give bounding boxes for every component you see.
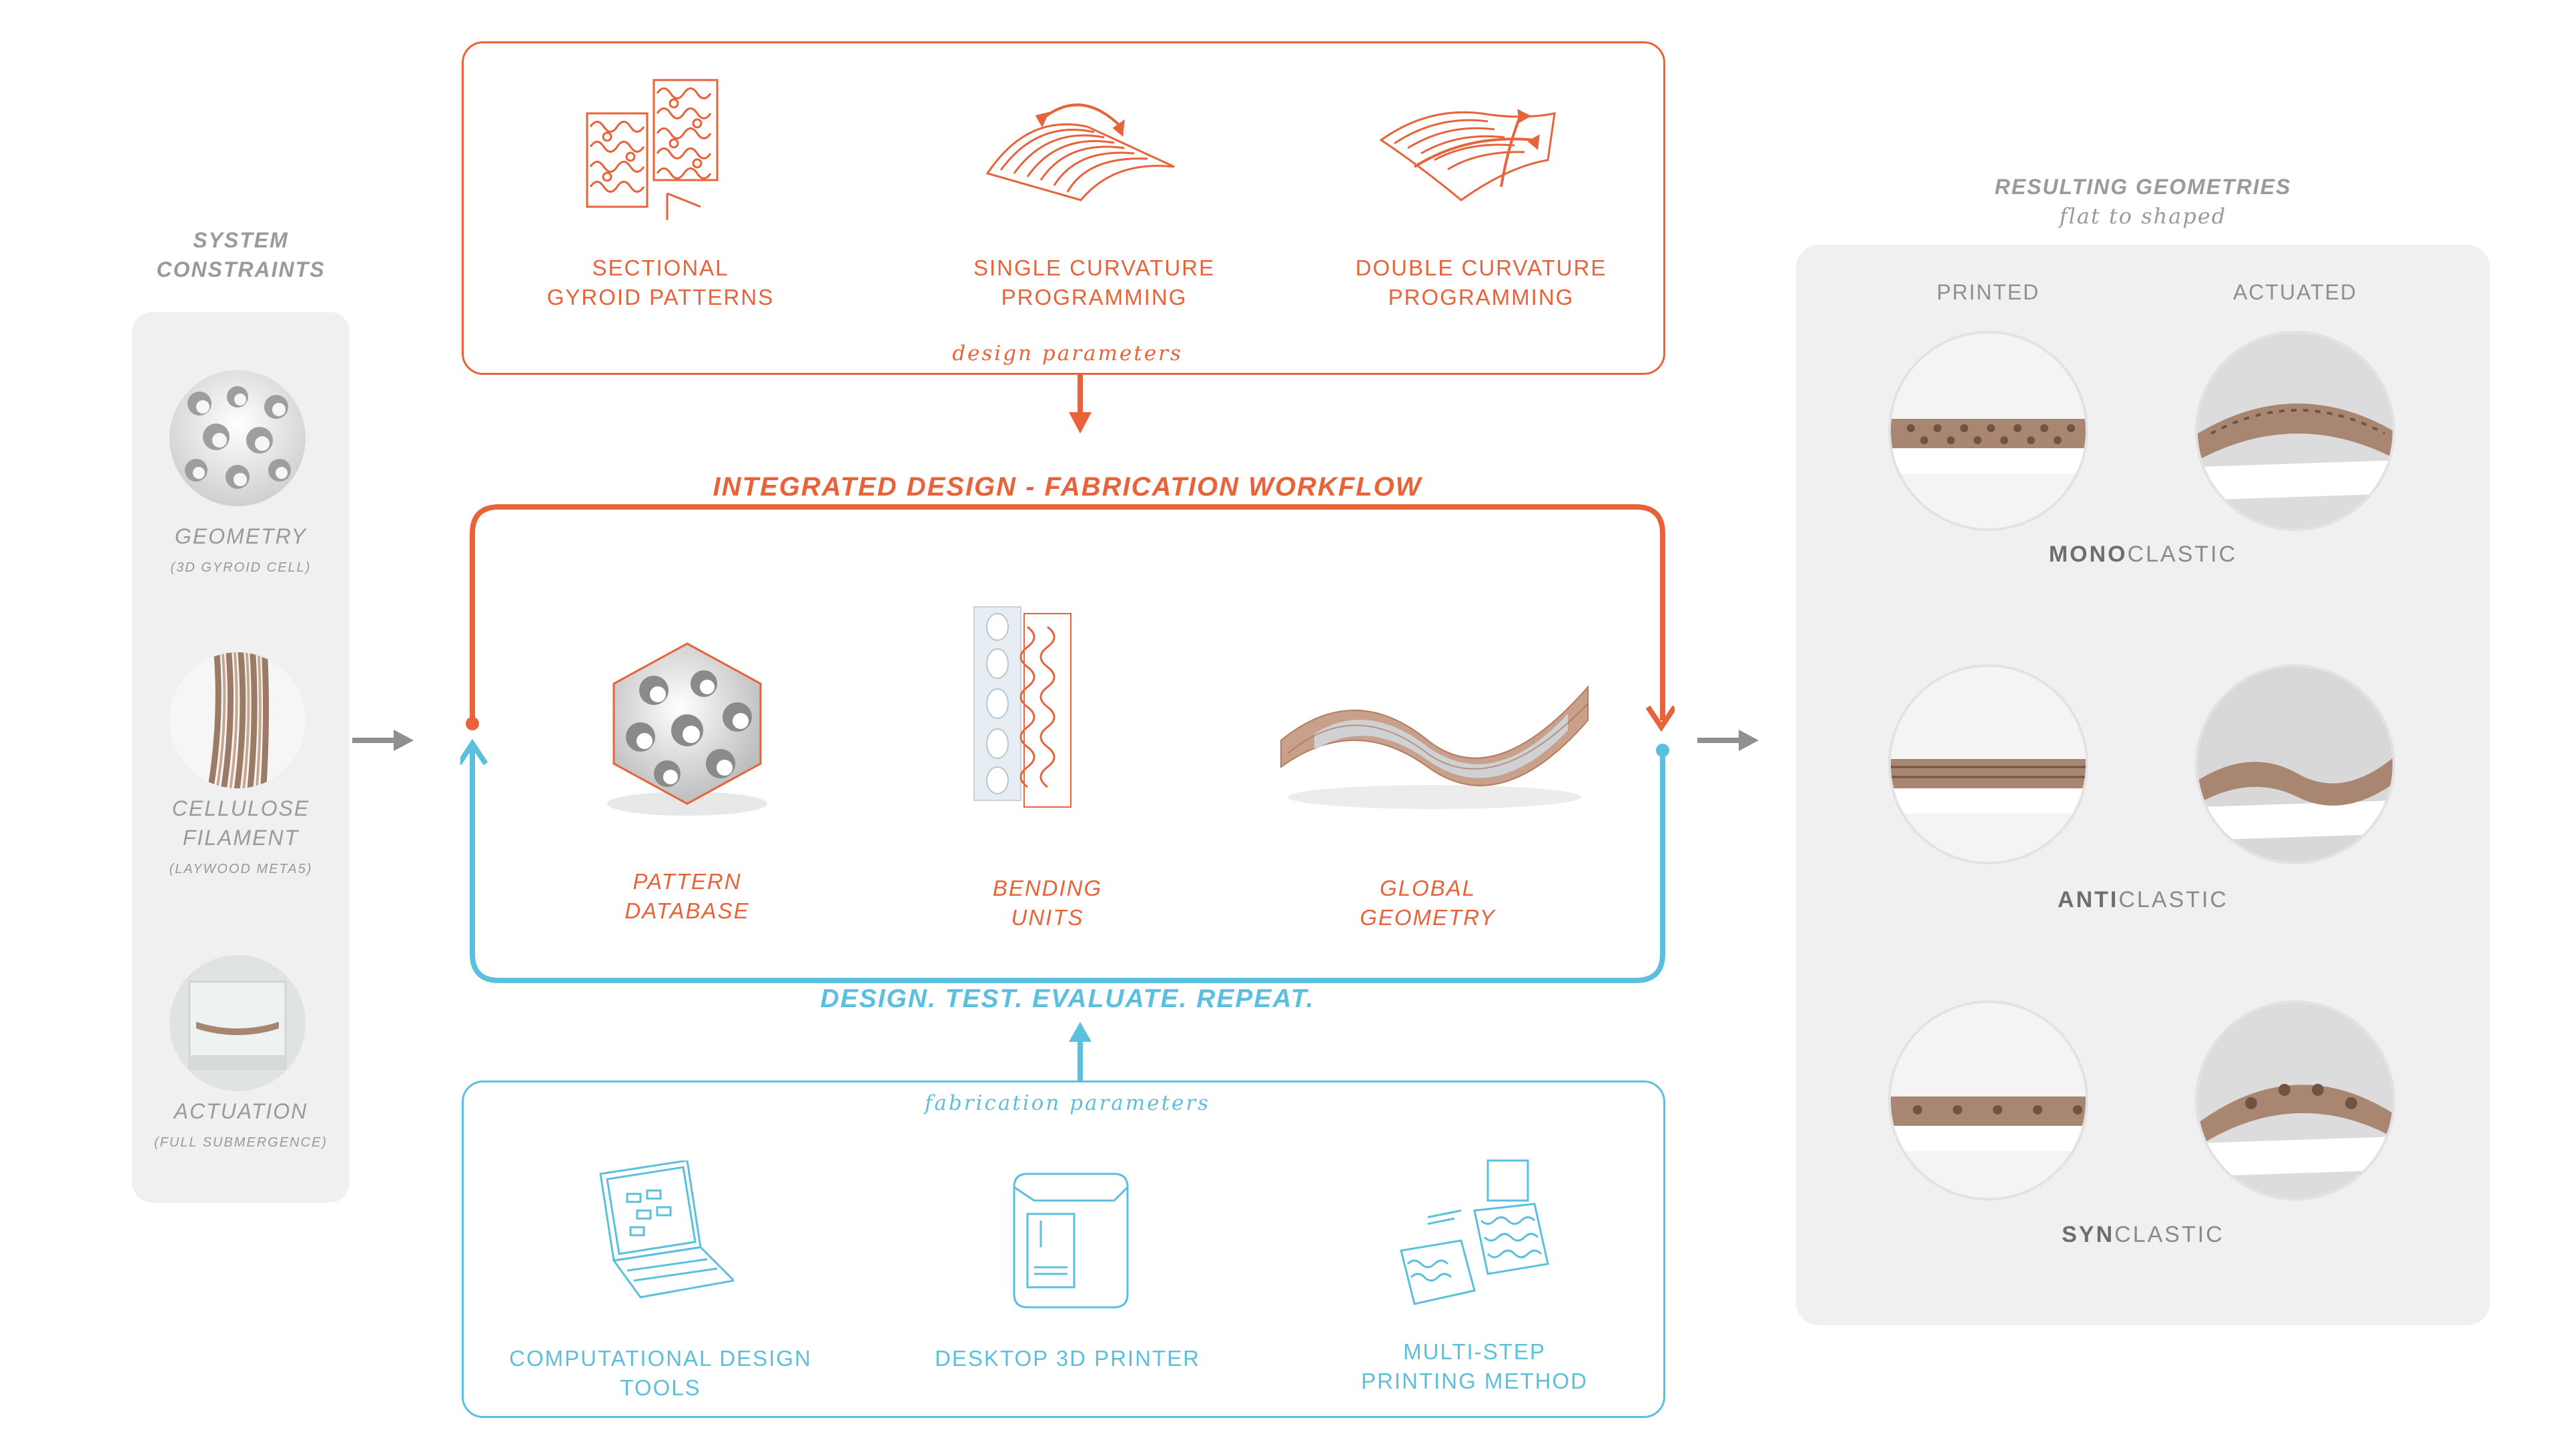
pattern-database-icon [607, 642, 767, 816]
actuation-sub: (FULL SUBMERGENCE) [153, 1135, 328, 1150]
multi-step-printing-icon [1400, 1159, 1549, 1305]
monoclastic-actuated-thumb [2195, 331, 2395, 531]
double-curvature-line1: DOUBLE CURVATURE [1355, 255, 1607, 280]
computational-design-line1: COMPUTATIONAL DESIGN [509, 1346, 812, 1371]
constraints-title-line2: CONSTRAINTS [156, 257, 326, 281]
filament-sub: (LAYWOOD META5) [169, 862, 313, 876]
monoclastic-rest: CLASTIC [2127, 542, 2238, 567]
double-curvature-line2: PROGRAMMING [1388, 285, 1575, 309]
gyroid-cell-icon [169, 370, 306, 506]
gyroid-patterns-line1: SECTIONAL [592, 255, 729, 280]
anticlastic-bold: ANTI [2058, 887, 2119, 912]
synclastic-bold: SYN [2062, 1222, 2115, 1247]
submergence-icon [169, 955, 306, 1091]
filament-label-line2: FILAMENT [182, 826, 300, 850]
synclastic-printed-thumb [1888, 1000, 2088, 1201]
monoclastic-label: MONOCLASTIC [1796, 542, 2490, 568]
filament-label-line1: CELLULOSE [171, 796, 310, 820]
constraints-title-line1: SYSTEM [193, 228, 289, 252]
bending-units-icon [973, 606, 1072, 808]
bending-units-line2: UNITS [1011, 905, 1084, 930]
filament-icon [169, 652, 306, 788]
single-curvature-icon [985, 103, 1175, 201]
global-geometry-icon [1280, 685, 1589, 809]
multi-step-line2: PRINTING METHOD [1361, 1369, 1588, 1393]
monoclastic-bold: MONO [2048, 542, 2128, 567]
global-geometry-line2: GEOMETRY [1360, 905, 1496, 930]
pattern-database-line2: DATABASE [624, 898, 750, 923]
double-curvature-icon [1379, 109, 1556, 201]
gyroid-pattern-icon [586, 79, 719, 220]
fabrication-parameters-box [462, 1080, 1665, 1418]
multi-step-line1: MULTI-STEP [1403, 1339, 1546, 1364]
actuation-label: ACTUATION [173, 1099, 308, 1123]
arrow-right-icon [352, 730, 414, 751]
monoclastic-printed-thumb [1888, 331, 2088, 531]
results-title-line2: flat to shaped [2059, 203, 2227, 229]
3d-printer-icon [1013, 1173, 1129, 1309]
results-title-line1: RESULTING GEOMETRIES [1994, 175, 2292, 199]
design-parameters-box [462, 41, 1665, 375]
synclastic-label: SYNCLASTIC [1796, 1222, 2490, 1248]
col-printed-label: PRINTED [1936, 280, 2040, 304]
global-geometry-line1: GLOBAL [1379, 876, 1476, 900]
anticlastic-printed-thumb [1888, 664, 2088, 864]
computational-design-line2: TOOLS [620, 1375, 701, 1400]
synclastic-actuated-thumb [2195, 1000, 2395, 1201]
laptop-icon [599, 1161, 734, 1299]
single-curvature-line1: SINGLE CURVATURE [973, 255, 1216, 280]
single-curvature-line2: PROGRAMMING [1001, 285, 1188, 309]
pattern-database-line1: PATTERN [632, 869, 742, 894]
anticlastic-rest: CLASTIC [2118, 887, 2228, 912]
loop-caption: DESIGN. TEST. EVALUATE. REPEAT. [820, 984, 1315, 1013]
workflow-loop [460, 504, 1675, 983]
arrow-up-icon [1069, 1022, 1092, 1082]
workflow-title: INTEGRATED DESIGN - FABRICATION WORKFLOW [713, 472, 1422, 502]
arrow-down-icon [1069, 375, 1092, 434]
design-parameters-caption: design parameters [952, 341, 1183, 366]
geometry-label: GEOMETRY [175, 524, 307, 548]
anticlastic-label: ANTICLASTIC [1796, 887, 2490, 913]
synclastic-rest: CLASTIC [2114, 1222, 2224, 1247]
col-actuated-label: ACTUATED [2232, 280, 2358, 304]
gyroid-patterns-line2: GYROID PATTERNS [546, 285, 775, 309]
arrow-right-icon [1697, 730, 1759, 751]
geometry-sub: (3D GYROID CELL) [170, 560, 312, 575]
desktop-printer-line1: DESKTOP 3D PRINTER [935, 1346, 1200, 1371]
anticlastic-actuated-thumb [2195, 664, 2395, 864]
bending-units-line1: BENDING [992, 876, 1103, 900]
fabrication-parameters-caption: fabrication parameters [924, 1091, 1211, 1115]
